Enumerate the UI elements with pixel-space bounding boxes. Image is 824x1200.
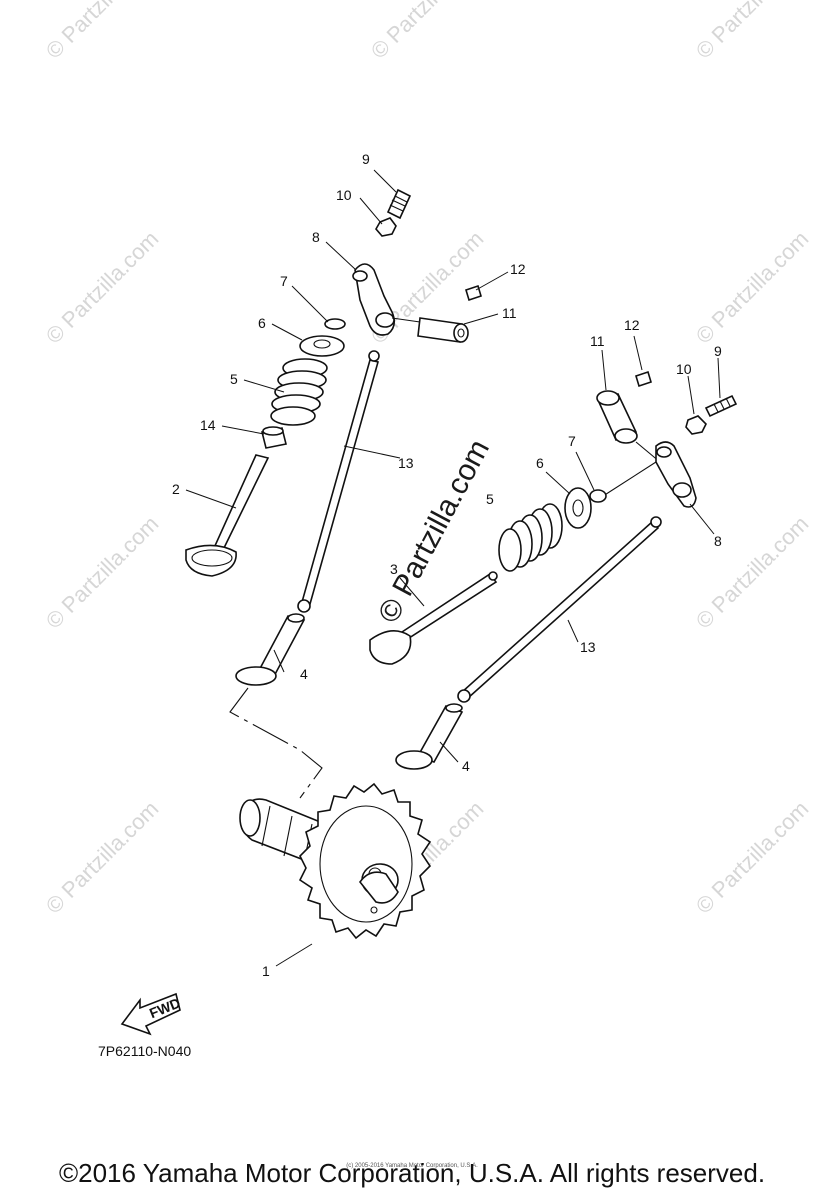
callout-8-right: 8	[714, 533, 722, 549]
callout-2: 2	[172, 481, 180, 497]
callout-13-right: 13	[580, 639, 596, 655]
part-push-rod-left	[297, 350, 380, 613]
part-exhaust-valve	[369, 571, 498, 665]
watermark-text: © Partzilla.com	[41, 511, 164, 634]
callout-4-left: 4	[300, 666, 308, 682]
part-nut-right	[685, 415, 707, 435]
leader-lines	[185, 169, 721, 967]
callout-5-left: 5	[230, 371, 238, 387]
callout-5-right: 5	[486, 491, 494, 507]
watermark-text: © Partzilla.com	[691, 511, 814, 634]
watermark-text: © Partzilla.com	[41, 0, 164, 64]
part-oil-seal	[261, 426, 287, 449]
part-valve-cotter-right	[589, 489, 607, 503]
callout-1: 1	[262, 963, 270, 979]
callout-9-right: 9	[714, 343, 722, 359]
watermark-text: © Partzilla.com	[691, 0, 814, 64]
watermark-text: © Partzilla.com	[691, 796, 814, 919]
callout-12-left: 12	[510, 261, 526, 277]
callout-8-left: 8	[312, 229, 320, 245]
part-bolt-right	[635, 370, 652, 388]
callout-14: 14	[200, 417, 216, 433]
part-rocker-arm-right	[599, 441, 697, 508]
small-print: (c) 2005-2016 Yamaha Motor Corporation, …	[346, 1163, 478, 1169]
part-camshaft	[239, 782, 432, 940]
diagram-code: 7P62110-N040	[98, 1043, 191, 1059]
part-spring-retainer-right	[564, 487, 592, 529]
part-push-rod-right	[457, 516, 662, 703]
watermark-text: © Partzilla.com	[691, 226, 814, 349]
callout-7-right: 7	[568, 433, 576, 449]
part-tappet-right	[395, 703, 464, 770]
part-intake-valve	[185, 454, 270, 577]
part-valve-spring-left	[270, 358, 328, 426]
callout-6-left: 6	[258, 315, 266, 331]
callout-6-right: 6	[536, 455, 544, 471]
part-rocker-shaft-right	[596, 390, 661, 463]
callout-9-left: 9	[362, 151, 370, 167]
watermark-text: © Partzilla.com	[366, 0, 489, 64]
part-valve-cotter-left	[324, 318, 346, 330]
callout-11-left: 11	[502, 305, 517, 321]
callout-13-left: 13	[398, 455, 414, 471]
part-rocker-shaft-left	[391, 317, 469, 343]
watermark-text: © Partzilla.com	[41, 796, 164, 919]
callout-10-left: 10	[336, 187, 352, 203]
callout-4-right: 4	[462, 758, 470, 774]
part-tappet-left	[235, 613, 306, 686]
part-valve-spring-right	[498, 503, 563, 572]
part-adjusting-screw-left	[386, 188, 412, 220]
callout-7-left: 7	[280, 273, 288, 289]
watermark-text: © Partzilla.com	[41, 226, 164, 349]
fwd-arrow-icon: FWD	[120, 992, 183, 1036]
callout-numbers: 9 10 8 7 6 5 14 2 13 12 11 4 11 12 10 9 …	[172, 151, 722, 979]
callout-10-right: 10	[676, 361, 692, 377]
copyright-footer: ©2016 Yamaha Motor Corporation, U.S.A. A…	[58, 1158, 766, 1188]
callout-12-right: 12	[624, 317, 640, 333]
center-watermark: © Partzilla.com	[372, 434, 496, 628]
part-spring-retainer-left	[299, 335, 345, 357]
linkage-line	[229, 687, 323, 799]
callout-3: 3	[390, 561, 398, 577]
part-rocker-arm-left	[352, 263, 396, 336]
callout-11-right: 11	[590, 333, 605, 349]
part-adjusting-screw-right	[704, 394, 738, 418]
watermark-layer: © Partzilla.com © Partzilla.com © Partzi…	[41, 0, 814, 919]
